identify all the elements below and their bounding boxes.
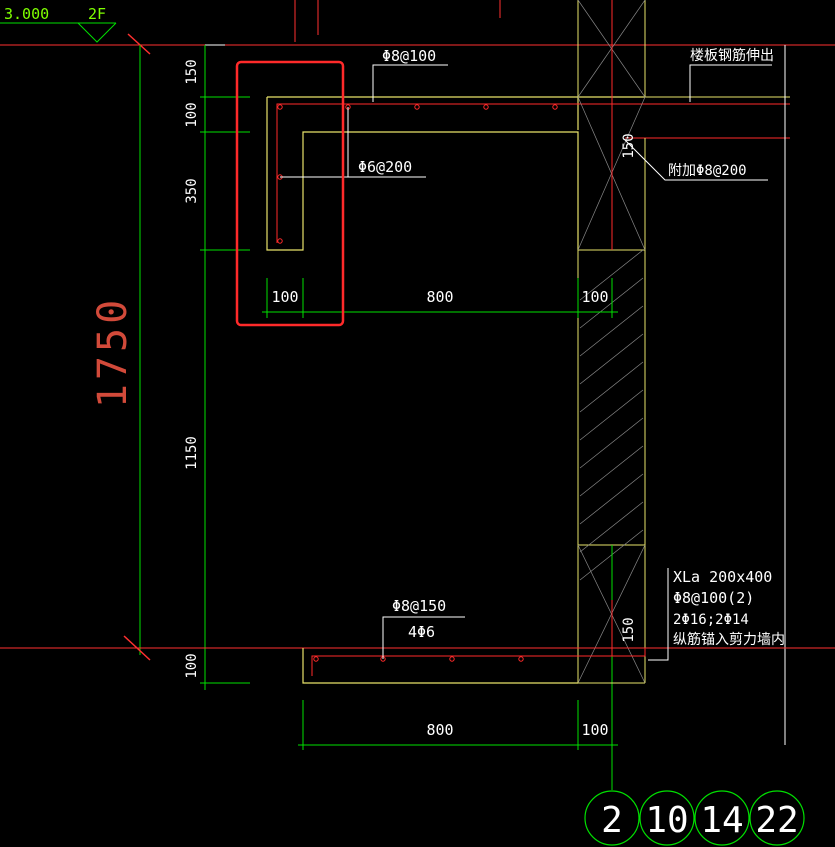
level-elevation: 3.000 — [4, 5, 49, 23]
dim-350: 350 — [184, 178, 200, 203]
leader-beam-note — [648, 568, 669, 661]
beam-note-0: XLa 200x400 — [673, 568, 772, 586]
axis-circle — [639, 790, 695, 846]
bottom-dimension: 800 100 — [298, 700, 618, 750]
leader-extra-rebar — [624, 139, 768, 181]
axis-label: 2 — [601, 800, 623, 841]
leader-rebar-bottom — [382, 616, 465, 659]
dim-100-bottom: 100 — [184, 653, 200, 678]
axis-circle — [584, 790, 640, 846]
axis-bubble-14: 14 — [694, 790, 750, 846]
leader-rebar-top — [372, 64, 448, 102]
beam-note-1: Φ8@100(2) — [673, 589, 754, 607]
label-slab-note: 楼板钢筋伸出 — [690, 47, 774, 64]
left-dimension-chain: 150 100 350 1150 100 1750 — [90, 45, 250, 690]
dim-1150: 1150 — [184, 436, 200, 470]
level-floor: 2F — [88, 5, 106, 23]
level-marker: 3.000 2F — [0, 5, 117, 43]
axis-label: 10 — [645, 800, 688, 841]
label-rebar-long: 4Φ6 — [408, 623, 435, 641]
bottom-beam — [0, 600, 835, 684]
hatch-line — [579, 473, 644, 525]
dim-100-left: 100 — [271, 288, 298, 306]
axis-bubble-10: 10 — [639, 790, 695, 846]
dim-tick — [127, 33, 151, 55]
label-extra-rebar: 附加Φ8@200 — [668, 163, 747, 179]
axis-bubble-22: 22 — [749, 790, 805, 846]
dim-800-bottom: 800 — [426, 721, 453, 739]
dim-100-bottom-right: 100 — [581, 721, 608, 739]
hatch-line — [579, 361, 644, 413]
axis-bubble-2: 2 — [584, 790, 640, 846]
highlight-box — [235, 60, 345, 327]
axis-bubbles: 2 10 14 22 — [584, 790, 805, 846]
axis-label: 22 — [755, 800, 798, 841]
dim-wall-150-bottom: 150 — [621, 617, 637, 642]
hatch-line — [579, 501, 644, 553]
middle-dimension: 100 800 100 — [262, 278, 618, 318]
dim-total: 1750 — [90, 296, 136, 408]
hatch-line — [579, 249, 644, 301]
hatch-line — [579, 305, 644, 357]
dim-150: 150 — [184, 59, 200, 84]
axis-circle — [694, 790, 750, 846]
axis-circle — [749, 790, 805, 846]
beam-note-3: 纵筋锚入剪力墙内 — [673, 631, 785, 648]
hatch-line — [579, 389, 644, 441]
dim-100: 100 — [184, 102, 200, 127]
label-rebar-bottom: Φ8@150 — [392, 597, 446, 615]
dim-100-right: 100 — [581, 288, 608, 306]
axis-label: 14 — [700, 800, 743, 841]
label-rebar-corner: Φ6@200 — [358, 158, 412, 176]
beam-note-2: 2Φ16;2Φ14 — [673, 612, 749, 628]
dim-wall-150-top: 150 — [621, 133, 637, 158]
dim-800-mid: 800 — [426, 288, 453, 306]
leader-slab-note — [689, 64, 772, 102]
label-rebar-top: Φ8@100 — [382, 47, 436, 65]
hatch-line — [579, 445, 644, 497]
hatch-line — [579, 333, 644, 385]
hatch-line — [579, 417, 644, 469]
